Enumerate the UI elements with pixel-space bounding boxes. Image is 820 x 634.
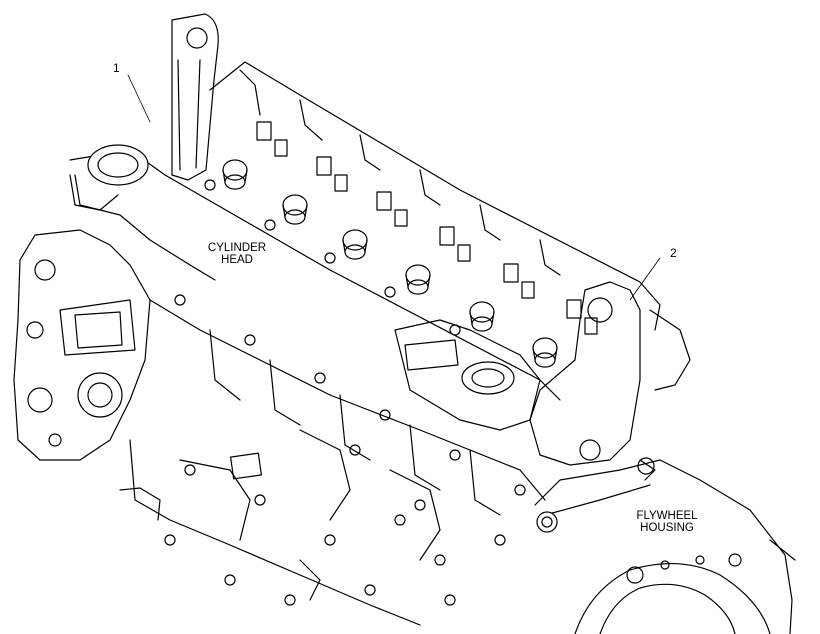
bolt <box>384 286 396 298</box>
label-cylinder-head: CYLINDER HEAD <box>200 242 274 266</box>
bolt <box>324 534 336 546</box>
bolt <box>204 179 216 191</box>
bolt <box>224 574 236 586</box>
bolt <box>379 409 391 421</box>
callout-1: 1 <box>113 61 120 75</box>
bolt <box>414 499 426 511</box>
leader-line-2 <box>629 257 661 301</box>
front-flange <box>69 144 149 211</box>
engine-block <box>119 299 546 626</box>
front-housing <box>13 229 151 461</box>
bolt <box>164 534 176 546</box>
injector-boss <box>469 263 535 332</box>
injector-boss <box>405 226 471 295</box>
bolt <box>254 494 266 506</box>
bolt <box>444 594 456 606</box>
injector-boss <box>532 299 598 368</box>
bolt <box>514 484 526 496</box>
lifting-eye <box>171 13 219 181</box>
bolt <box>449 449 461 461</box>
cylinder-head-outline <box>69 61 661 401</box>
injector-boss <box>222 121 288 190</box>
callout-2: 2 <box>670 246 677 260</box>
bolt <box>364 584 376 596</box>
bolt <box>264 219 276 231</box>
leader-line-1 <box>127 74 151 123</box>
bolt <box>494 534 506 546</box>
bolt <box>394 514 406 526</box>
flywheel-housing-outline <box>534 457 796 634</box>
bolt <box>349 444 361 456</box>
bolt <box>174 294 186 306</box>
bolt <box>314 372 326 384</box>
bolt <box>434 554 446 566</box>
bolt <box>184 464 196 476</box>
injector-boss <box>342 191 408 260</box>
bolt <box>244 334 256 346</box>
injector-boss <box>282 156 348 225</box>
bolt <box>284 594 296 606</box>
manifold-port <box>394 319 541 431</box>
bolt <box>324 252 336 264</box>
rear-plate <box>529 281 691 466</box>
bolt <box>449 324 461 336</box>
bolts <box>164 179 526 606</box>
injector-bosses <box>222 121 598 368</box>
label-flywheel-housing: FLYWHEEL HOUSING <box>628 510 706 534</box>
